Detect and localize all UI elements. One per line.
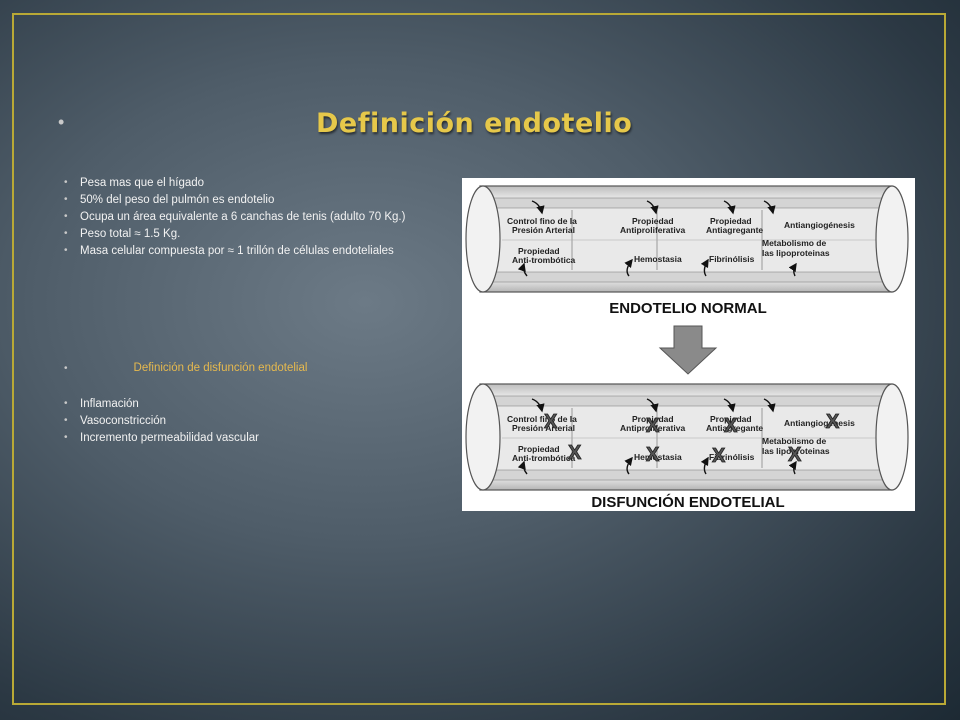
blocked-x-icon: X [826,411,840,433]
cell-label: Propiedad [710,414,752,424]
blocked-x-icon: X [646,415,660,437]
cell-label: Metabolismo de [762,436,827,446]
list-item: Ocupa un área equivalente a 6 canchas de… [64,211,434,223]
cell-label: Presión Arterial [512,225,575,235]
slide-frame [12,13,946,705]
blocked-x-icon: X [544,411,558,433]
cell-label: Propiedad [710,216,752,226]
cell-label: Antiproliferativa [620,423,685,433]
cell-label: Propiedad [632,216,674,226]
blocked-x-icon: X [788,444,802,466]
cell-label: Antiangiogénesis [784,220,855,230]
cell-label: Propiedad [632,414,674,424]
list-item: Vasoconstricción [64,415,434,427]
cell-label: las lipoproteinas [762,446,830,456]
cell-label: Control fino de la [507,414,577,424]
cell-label: Presión Arterial [512,423,575,433]
list-item: Peso total ≈ 1.5 Kg. [64,228,434,240]
list-item: Pesa mas que el hígado [64,177,434,189]
title-bullet: • [58,112,65,132]
blocked-x-icon: X [712,445,726,467]
blocked-x-icon: X [568,442,582,464]
cell-label: Hemostasia [634,452,682,462]
cell-label: Antiangiogénesis [784,418,855,428]
list-item: Masa celular compuesta por ≈ 1 trillón d… [64,245,434,257]
cell-label: Hemostasia [634,254,682,264]
cell-label: Control fino de la [507,216,577,226]
cell-label: Anti-trombótica [512,255,576,265]
dysfunction-label: DISFUNCIÓN ENDOTELIAL [591,493,784,511]
cell-label: Anti-trombótica [512,453,576,463]
list-item: 50% del peso del pulmón es endotelio [64,194,434,206]
facts-list: Pesa mas que el hígado 50% del peso del … [64,177,434,262]
list-item: Incremento permeabilidad vascular [64,432,434,444]
cell-label: las lipoproteinas [762,248,830,258]
subheading-text: Definición de disfunción endotelial [133,362,308,374]
cell-label: Metabolismo de [762,238,827,248]
cell-label: Antiagregante [706,423,763,433]
slide-title: Definición endotelio [316,108,633,139]
normal-vessel: Control fino de la Presión Arterial Prop… [465,185,909,293]
cell-label: Propiedad [518,246,560,256]
cell-label: Fibrinólisis [709,254,755,264]
dysfunction-list: Inflamación Vasoconstricción Incremento … [64,398,434,449]
normal-label: ENDOTELIO NORMAL [609,300,767,317]
endothelium-diagram: Control fino de la Presión Arterial Prop… [462,178,915,511]
blocked-x-icon: X [724,415,738,437]
cell-label: Propiedad [518,444,560,454]
arrow-down-icon [658,325,718,375]
cell-label: Antiagregante [706,225,763,235]
dysfunction-subheading: •Definición de disfunción endotelial [64,362,308,374]
list-item: Inflamación [64,398,434,410]
cell-label: Fibrinólisis [709,452,755,462]
blocked-x-icon: X [646,444,660,466]
dysfunction-vessel: Control fino de la Presión Arterial Prop… [465,383,909,491]
cell-label: Antiproliferativa [620,225,685,235]
